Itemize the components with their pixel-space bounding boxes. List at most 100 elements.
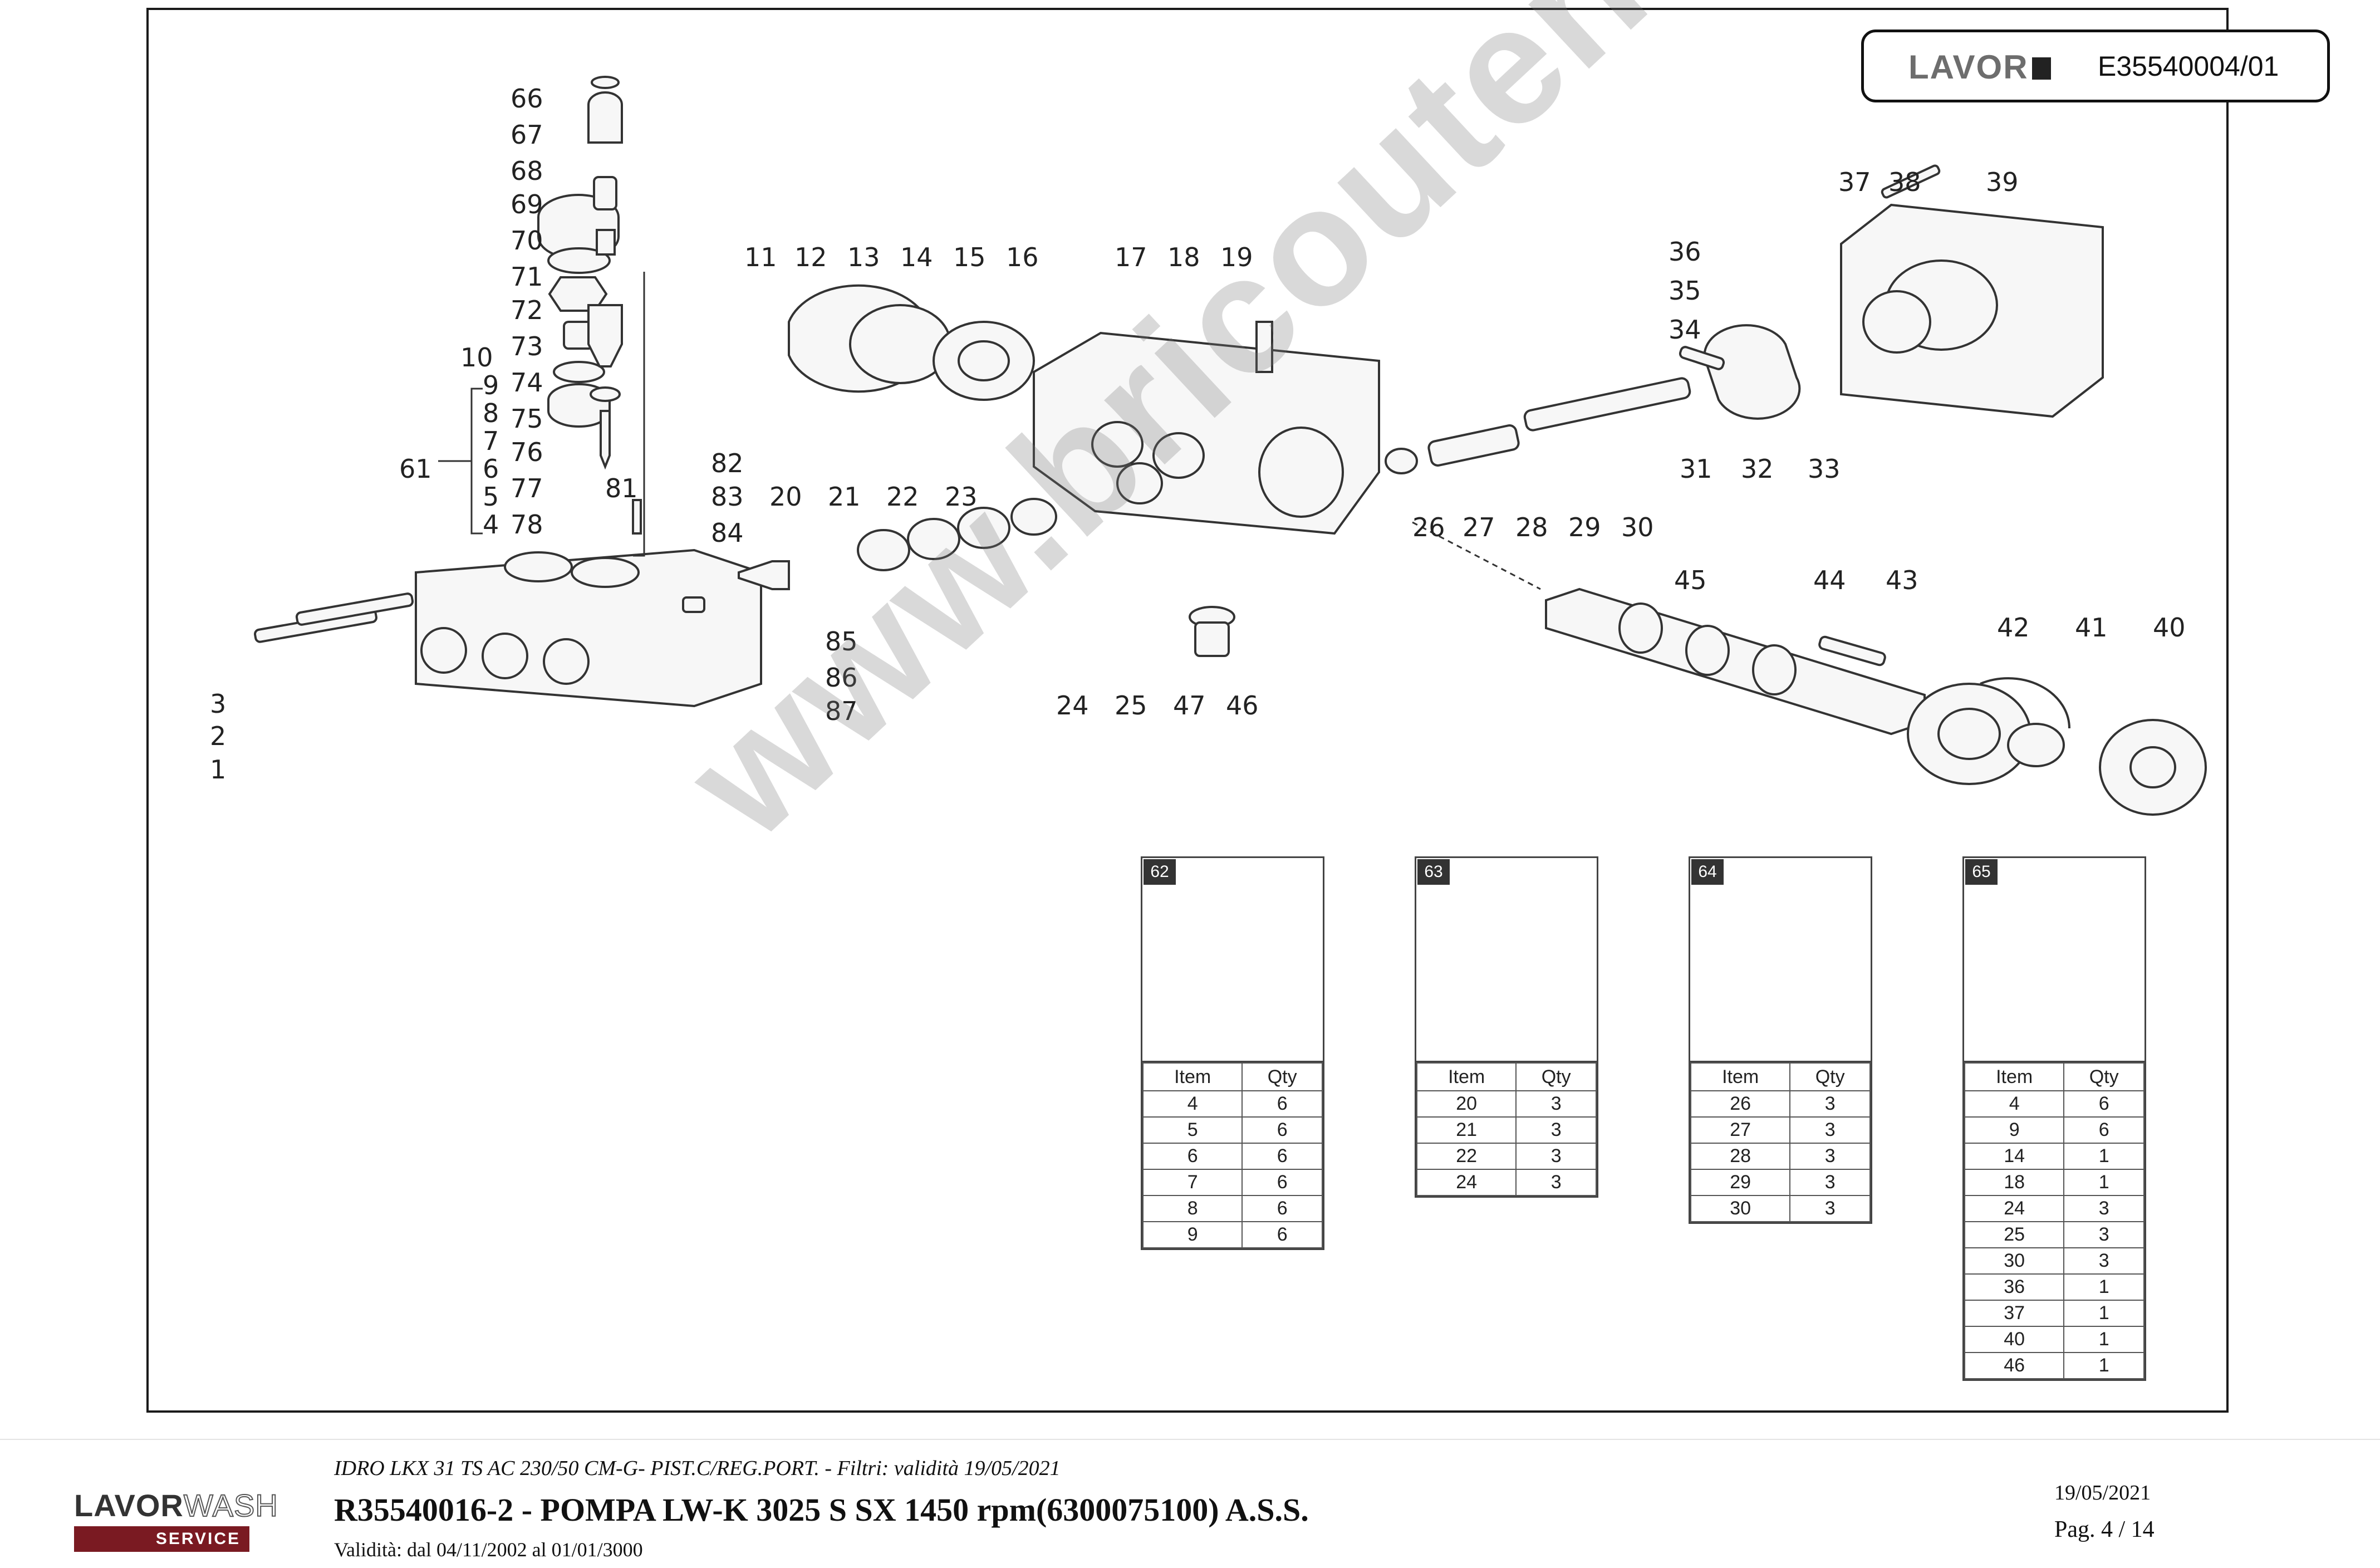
part-shape: [593, 176, 617, 210]
callout: 37: [1838, 167, 1871, 197]
callout: 71: [511, 262, 543, 292]
callout: 46: [1226, 690, 1259, 721]
callout: 87: [825, 696, 858, 726]
callout: 35: [1669, 276, 1701, 306]
footer-validity: Validità: dal 04/11/2002 al 01/01/3000: [334, 1538, 643, 1561]
callout: 32: [1741, 454, 1774, 484]
col-qty: Qty: [1789, 1062, 1871, 1091]
callout-labels: 1 2 3 4 5 6 7 8 9 10 11 12 13 14 15 16 1…: [210, 84, 2186, 785]
drawing-frame: 1 2 3 4 5 6 7 8 9 10 11 12 13 14 15 16 1…: [146, 0, 2330, 1413]
callout: 10: [460, 342, 493, 373]
callout: 1: [210, 754, 226, 785]
callout: 16: [1006, 242, 1039, 272]
part-shape: [547, 247, 611, 274]
callout: 28: [1515, 512, 1548, 542]
part-shape: [1116, 462, 1163, 504]
callout: 41: [2075, 612, 2108, 643]
part-shape: [1523, 377, 1691, 432]
callout: 33: [1808, 454, 1841, 484]
callout: 75: [511, 404, 543, 434]
callout: 85: [825, 626, 858, 656]
callout: 84: [711, 518, 744, 548]
part-shape: [1937, 708, 2001, 760]
col-item: Item: [1142, 1062, 1243, 1091]
callout: 36: [1669, 237, 1701, 267]
callout: 66: [511, 84, 543, 114]
part-shape: [1703, 324, 1801, 420]
part-shape: [1258, 427, 1344, 518]
callout: 17: [1115, 242, 1147, 272]
callout: 47: [1173, 690, 1206, 721]
callout: 23: [945, 482, 978, 512]
callout: 78: [511, 509, 543, 540]
callout: 19: [1220, 242, 1253, 272]
callout: 22: [886, 482, 919, 512]
callout: 26: [1412, 512, 1445, 542]
callout: 42: [1997, 612, 2030, 643]
part-shape: [738, 560, 790, 590]
part-shape: [295, 592, 414, 626]
part-shape: [1881, 164, 1941, 199]
callout: 61: [399, 454, 432, 484]
callout: 29: [1568, 512, 1601, 542]
callout: 27: [1463, 512, 1495, 542]
callout: 34: [1669, 315, 1701, 345]
callout: 21: [828, 482, 861, 512]
part-shape: [548, 276, 608, 312]
callout: 24: [1056, 690, 1089, 721]
callout: 76: [511, 437, 543, 467]
callout: 40: [2153, 612, 2186, 643]
callout: 15: [953, 242, 986, 272]
callout: 74: [511, 367, 543, 398]
callout: 4: [483, 509, 499, 540]
leader-line: [1412, 521, 1541, 590]
callout: 5: [483, 482, 499, 512]
part-shape: [1618, 602, 1663, 654]
part-shape: [907, 518, 960, 560]
callout: 30: [1621, 512, 1654, 542]
col-qty: Qty: [1515, 1062, 1597, 1091]
footer-page-number: Pag. 4 / 14: [2054, 1517, 2155, 1542]
callout: 44: [1813, 565, 1846, 595]
part-shape: [1752, 644, 1797, 695]
callout: 8: [483, 398, 499, 428]
callout: 39: [1986, 167, 2019, 197]
part-shape: [571, 557, 640, 588]
lavor-logo: LAVOR: [1908, 48, 2051, 86]
callout: 81: [605, 473, 638, 503]
kit-image-area: [1142, 858, 1323, 1062]
col-item: Item: [1964, 1062, 2065, 1091]
part-shape: [1818, 635, 1886, 667]
part-shape: [1427, 424, 1520, 467]
part-shape: [591, 76, 620, 89]
part-shape: [632, 499, 642, 535]
kit-badge: 65: [1965, 859, 1998, 885]
part-shape: [420, 627, 467, 674]
bracket-line: [438, 388, 483, 535]
part-shape: [587, 91, 623, 144]
callout: 6: [483, 454, 499, 484]
col-qty: Qty: [1241, 1062, 1323, 1091]
part-shape: [1194, 621, 1230, 657]
drawing-code: E35540004/01: [2098, 51, 2279, 82]
callout: 7: [483, 426, 499, 456]
